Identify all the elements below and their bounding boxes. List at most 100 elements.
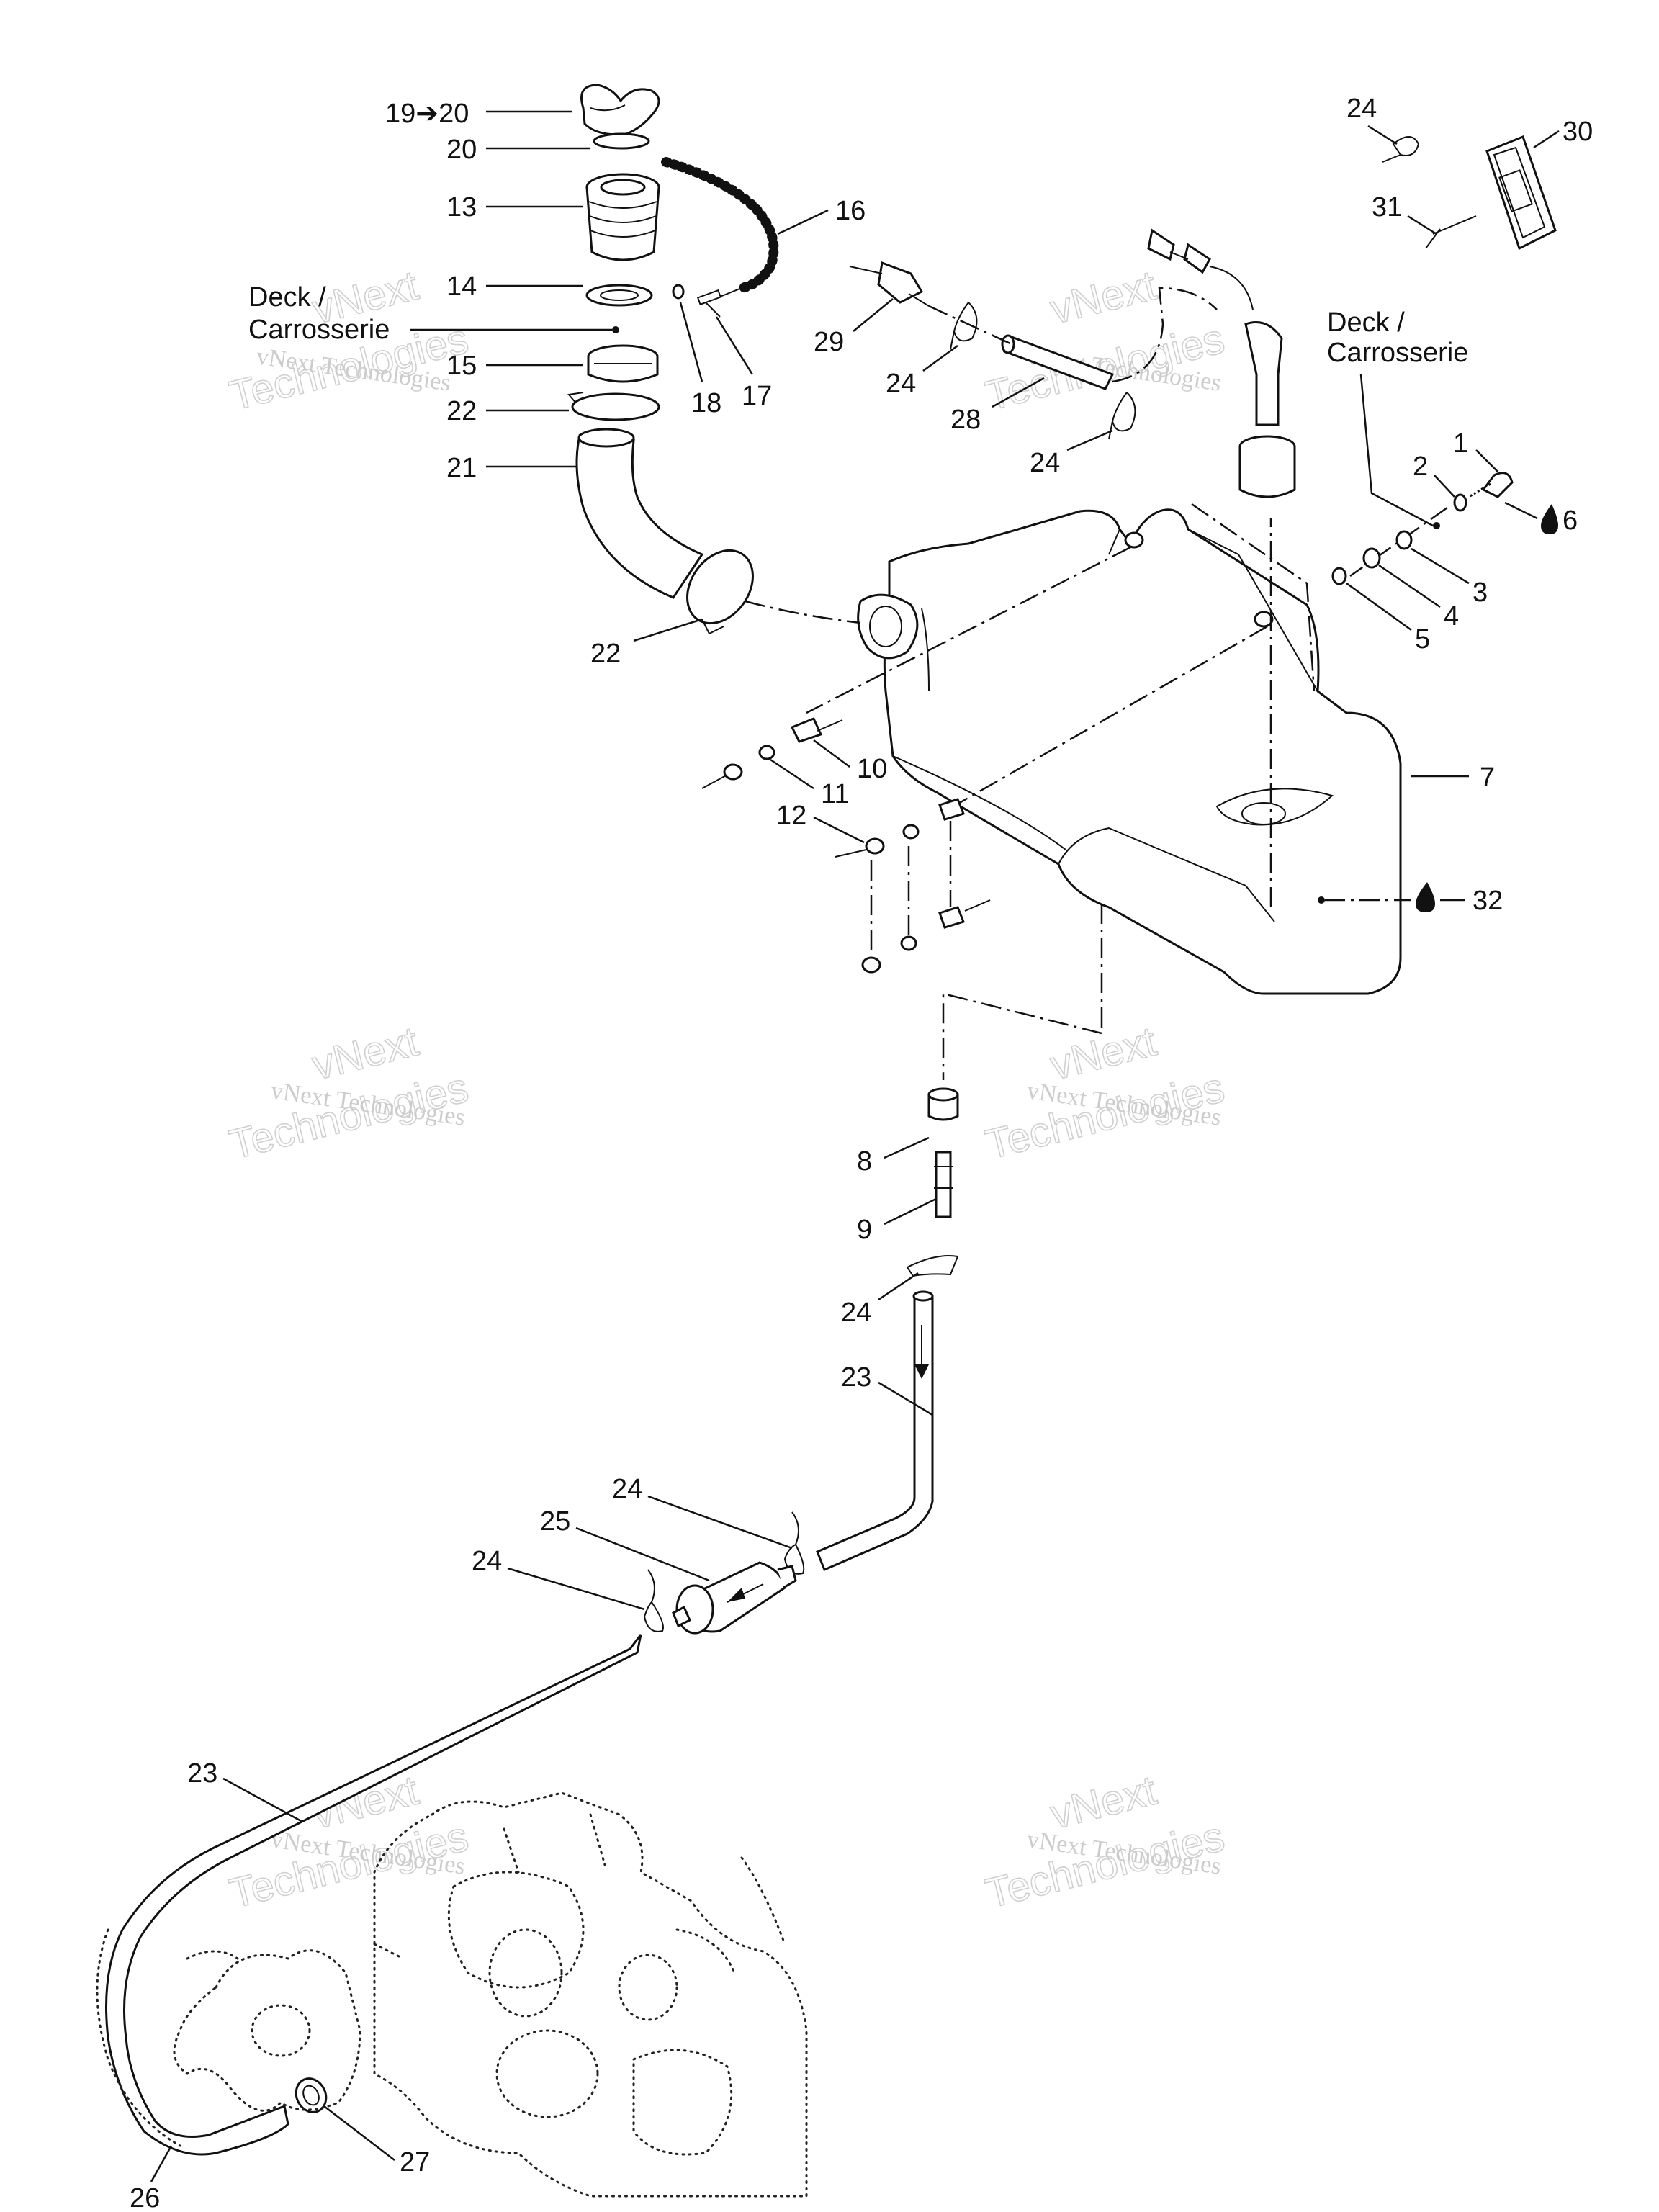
callout-11: 11 bbox=[770, 758, 849, 809]
callout-label: 6 bbox=[1563, 505, 1578, 536]
callout-label: 30 bbox=[1563, 117, 1593, 147]
callout-label: 28 bbox=[950, 405, 981, 435]
callout-label: 14 bbox=[446, 271, 477, 302]
callout-22-lower: 22 bbox=[590, 618, 703, 669]
clamp-24-d bbox=[783, 1511, 805, 1575]
filler-nut bbox=[587, 344, 659, 383]
callout-30: 30 bbox=[1533, 117, 1593, 149]
screw-31 bbox=[1425, 215, 1477, 249]
callout-label: 17 bbox=[742, 381, 772, 411]
fuel-hose-23-upper bbox=[816, 1290, 934, 1571]
watermark-line3: Technologies bbox=[981, 315, 1228, 420]
tank-route-dash-1 bbox=[745, 600, 861, 624]
flow-arrow bbox=[914, 1325, 929, 1379]
callout-label: 25 bbox=[540, 1506, 570, 1537]
callout-17: 17 bbox=[715, 316, 772, 411]
watermark-3: vNext vNext Technologies Technologies bbox=[225, 1017, 474, 1169]
callout-6: 6 bbox=[1504, 501, 1578, 536]
filler-hose bbox=[575, 428, 704, 599]
drop-icon bbox=[1541, 504, 1558, 534]
callout-22-upper: 22 bbox=[446, 396, 569, 426]
callout-label: 19➔20 bbox=[385, 99, 469, 129]
hose-clamp-upper bbox=[567, 392, 660, 421]
watermark-line3: Technologies bbox=[981, 1064, 1228, 1169]
callout-label: 24 bbox=[886, 369, 916, 399]
screw-17 bbox=[705, 302, 721, 318]
washer-18 bbox=[672, 284, 685, 300]
callout-label: 18 bbox=[691, 388, 721, 418]
clamp-24-e bbox=[643, 1569, 664, 1632]
fuel-hose-23-lower bbox=[96, 1634, 642, 2156]
callout-label: 24 bbox=[472, 1546, 502, 1576]
callout-label: 29 bbox=[814, 327, 844, 357]
callout-label: 24 bbox=[841, 1298, 871, 1328]
mount-pad-30 bbox=[1485, 135, 1557, 251]
callout-21: 21 bbox=[446, 453, 576, 483]
callout-7: 7 bbox=[1411, 763, 1495, 793]
callout-26: 26 bbox=[130, 2145, 173, 2212]
grommet-8 bbox=[927, 1087, 959, 1121]
fitting-9 bbox=[934, 1151, 953, 1218]
fitting-27 bbox=[295, 2077, 328, 2113]
clamp-24-c bbox=[906, 1255, 959, 1277]
callout-label: 22 bbox=[590, 639, 621, 669]
callout-label: 9 bbox=[857, 1215, 872, 1245]
fuel-line-route-dash bbox=[942, 904, 1103, 1080]
clamp-24-a bbox=[950, 302, 978, 350]
callout-24-top-right: 24 bbox=[1346, 94, 1398, 145]
callout-label: 3 bbox=[1473, 577, 1488, 608]
callout-19-20: 19➔20 bbox=[385, 99, 572, 129]
cable-tie-24 bbox=[1382, 136, 1420, 163]
watermark-6: vNext vNext Technologies Technologies bbox=[981, 1766, 1230, 1918]
callout-label: 13 bbox=[446, 192, 477, 222]
callout-3: 3 bbox=[1411, 547, 1488, 608]
callout-label: 22 bbox=[446, 396, 477, 426]
callout-20: 20 bbox=[446, 135, 590, 165]
callout-2: 2 bbox=[1413, 451, 1455, 498]
callout-23-upper: 23 bbox=[841, 1362, 933, 1416]
callout-label: 24 bbox=[612, 1474, 642, 1504]
callout-label: 4 bbox=[1444, 601, 1459, 631]
callout-label: 15 bbox=[446, 351, 477, 381]
tank-route-dash-2 bbox=[1191, 503, 1316, 692]
callout-5: 5 bbox=[1346, 582, 1430, 655]
callout-32: 32 bbox=[1318, 882, 1503, 916]
callout-label: 32 bbox=[1473, 886, 1503, 916]
callout-label: 7 bbox=[1480, 763, 1495, 793]
callout-24-d: 24 bbox=[612, 1474, 793, 1550]
callout-24-c: 24 bbox=[841, 1272, 919, 1328]
callout-15: 15 bbox=[446, 351, 583, 381]
tank-hardware-right bbox=[1331, 472, 1514, 585]
callout-label: 27 bbox=[400, 2147, 430, 2177]
callout-24-e: 24 bbox=[472, 1546, 645, 1611]
callout-18: 18 bbox=[679, 302, 721, 418]
callout-label: 23 bbox=[187, 1758, 217, 1789]
deck-label-line1: Deck / bbox=[1327, 307, 1405, 338]
callout-label: 1 bbox=[1453, 428, 1468, 459]
deck-label-line2: Carrosserie bbox=[248, 315, 390, 345]
callout-label: 24 bbox=[1030, 448, 1060, 478]
deck-label-right: Deck / Carrosserie bbox=[1327, 307, 1468, 529]
callout-label: 23 bbox=[841, 1362, 871, 1393]
deck-label-line2: Carrosserie bbox=[1327, 338, 1468, 368]
callout-label: 12 bbox=[776, 801, 806, 831]
callout-label: 26 bbox=[130, 2183, 160, 2212]
watermark-4: vNext vNext Technologies Technologies bbox=[981, 1017, 1230, 1169]
fuel-filter bbox=[672, 1561, 797, 1635]
callout-label: 11 bbox=[821, 779, 849, 809]
callout-9: 9 bbox=[857, 1197, 937, 1245]
drop-icon bbox=[1416, 882, 1435, 912]
callout-28: 28 bbox=[950, 377, 1045, 435]
deck-label-line1: Deck / bbox=[248, 282, 326, 313]
filler-cap bbox=[580, 84, 660, 150]
callout-label: 2 bbox=[1413, 451, 1428, 482]
callout-label: 20 bbox=[446, 135, 477, 165]
watermark-line1: vNext bbox=[1046, 262, 1161, 333]
callout-8: 8 bbox=[857, 1136, 930, 1177]
callout-25: 25 bbox=[540, 1506, 710, 1582]
fuel-sender bbox=[1147, 228, 1296, 498]
engine-outline bbox=[173, 1791, 808, 2198]
callout-23-lower: 23 bbox=[187, 1758, 303, 1823]
filler-neck bbox=[585, 173, 660, 261]
